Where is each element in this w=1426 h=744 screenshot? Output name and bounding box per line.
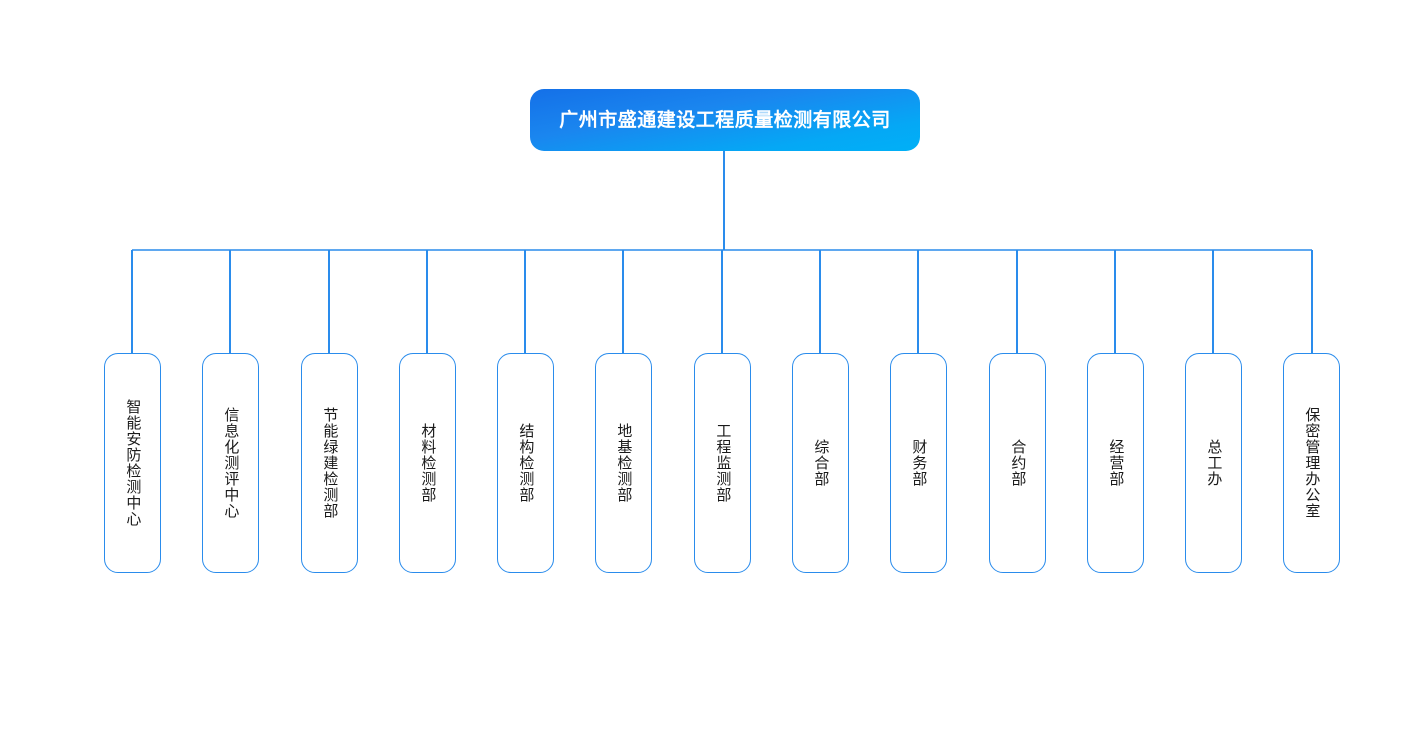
dept-node-7[interactable]: 工程监测部 [694,353,751,573]
dept-node-5[interactable]: 结构检测部 [497,353,554,573]
dept-node-label-4: 材料检测部 [419,423,438,503]
dept-node-12[interactable]: 总工办 [1185,353,1242,573]
dept-node-label-5: 结构检测部 [517,423,536,503]
dept-node-1[interactable]: 智能安防检测中心 [104,353,161,573]
dept-node-2[interactable]: 信息化测评中心 [202,353,259,573]
dept-node-13[interactable]: 保密管理办公室 [1283,353,1340,573]
dept-node-9[interactable]: 财务部 [890,353,947,573]
dept-node-label-9: 财务部 [910,439,929,487]
dept-node-label-3: 节能绿建检测部 [321,407,340,519]
dept-node-label-10: 合约部 [1009,439,1028,487]
dept-node-3[interactable]: 节能绿建检测部 [301,353,358,573]
dept-node-label-7: 工程监测部 [714,423,733,503]
dept-node-8[interactable]: 综合部 [792,353,849,573]
dept-node-10[interactable]: 合约部 [989,353,1046,573]
dept-node-label-6: 地基检测部 [615,423,634,503]
root-node-label: 广州市盛通建设工程质量检测有限公司 [559,108,891,131]
dept-node-label-8: 综合部 [812,439,831,487]
dept-node-4[interactable]: 材料检测部 [399,353,456,573]
dept-node-label-12: 总工办 [1205,439,1224,487]
dept-node-label-13: 保密管理办公室 [1303,407,1322,519]
dept-node-6[interactable]: 地基检测部 [595,353,652,573]
dept-node-label-1: 智能安防检测中心 [124,399,143,527]
dept-node-11[interactable]: 经营部 [1087,353,1144,573]
root-node-company[interactable]: 广州市盛通建设工程质量检测有限公司 [530,89,920,151]
dept-node-label-11: 经营部 [1107,439,1126,487]
dept-node-label-2: 信息化测评中心 [222,407,241,519]
